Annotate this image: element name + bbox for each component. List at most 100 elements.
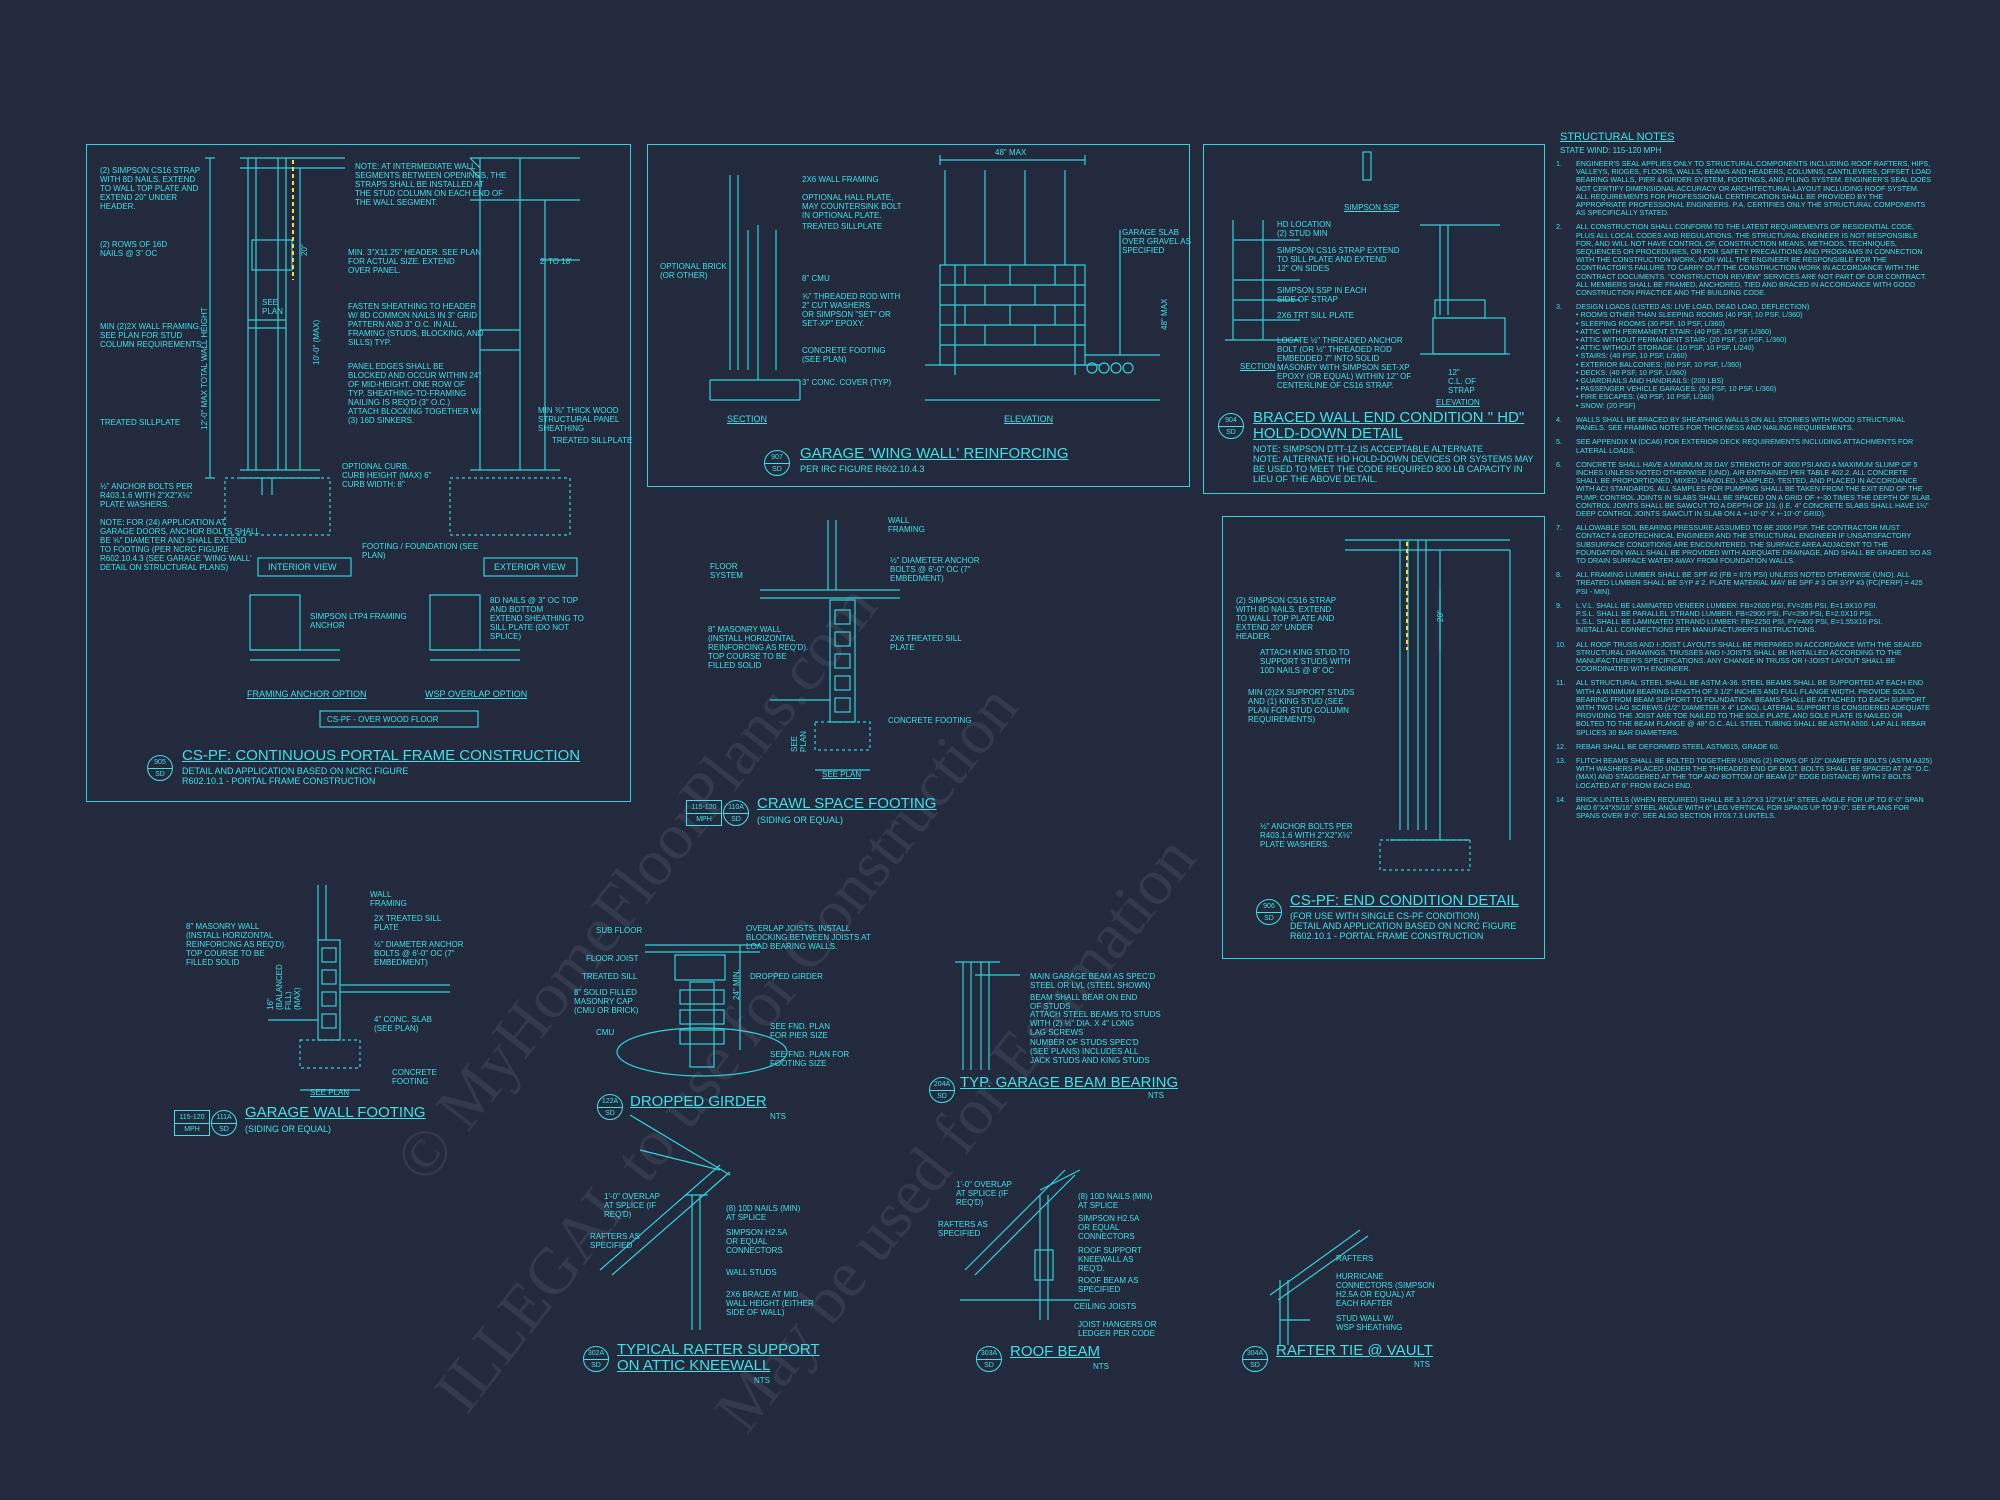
d204A-attach-label: ATTACH STEEL BEAMS TO STUDS WITH (2) ½" … <box>1030 1010 1161 1037</box>
d907-section-label: SECTION <box>727 414 768 424</box>
d905-sill2-label: TREATED SILLPLATE <box>552 436 633 445</box>
panel-906 <box>1222 516 1545 959</box>
d304A-ref-top: 304A <box>1243 1347 1267 1360</box>
d907-elevation-label: ELEVATION <box>1004 414 1054 424</box>
d110A-see-plan: SEE PLAN <box>822 770 862 779</box>
note-text: SEE APPENDIX M (DCA6) FOR EXTERIOR DECK … <box>1576 437 1914 455</box>
d303A-nails-label: (8) 10d NAILS (MIN) AT SPLICE <box>1078 1192 1153 1210</box>
d905-sill-label: TREATED SILLPLATE <box>100 418 181 427</box>
d904-ref-bottom: SD <box>1226 429 1236 436</box>
d110A-wall-label: WALL FRAMING <box>888 516 925 534</box>
d905-framing-anchor: FRAMING ANCHOR OPTION <box>247 689 367 699</box>
d905-sub: DETAIL AND APPLICATION BASED ON NCRC FIG… <box>182 766 409 786</box>
detail-110A-drawing <box>760 520 900 771</box>
d110A-footing-label: CONCRETE FOOTING <box>888 716 972 725</box>
d122A-dropped-label: DROPPED GIRDER <box>750 972 823 981</box>
d907-ref-top: 907 <box>765 451 789 464</box>
d906-d20-dim: 20" <box>1436 610 1445 622</box>
d111A-mph-bottom: MPH <box>184 1126 200 1133</box>
note-number: 5. <box>1556 437 1562 447</box>
d303A-ref-top: 303A <box>977 1347 1001 1360</box>
d110A-sub: (SIDING OR EQUAL) <box>757 815 844 825</box>
d111A-ref-bottom: SD <box>219 1126 229 1133</box>
d111A-sub: (SIDING OR EQUAL) <box>245 1124 332 1134</box>
note-text: FLITCH BEAMS SHALL BE BOLTED TOGETHER US… <box>1576 756 1933 790</box>
note-item: 12.REBAR SHALL BE DEFORMED STEEL ASTM615… <box>1556 741 1932 751</box>
note-number: 12. <box>1556 741 1566 751</box>
panel-905 <box>86 144 631 802</box>
d907-cover-label: 3" CONC. COVER (TYP) <box>802 378 892 387</box>
note-text: ALLOWABLE SOIL BEARING PRESSURE ASSUMED … <box>1576 523 1932 565</box>
d111A-bal: 16" (BALANCED FILL) (MAX) <box>266 964 302 1010</box>
detail-122A-drawing <box>616 944 788 1077</box>
d304A-ref-bottom: SD <box>1250 1362 1260 1369</box>
d907-concrete-label: CONCRETE FOOTING (SEE PLAN) <box>802 346 886 364</box>
d110A-floor-label: FLOOR SYSTEM <box>710 562 743 580</box>
d303A-ref-bottom: SD <box>984 1362 994 1369</box>
note-number: 7. <box>1556 523 1562 533</box>
note-number: 13. <box>1556 756 1566 765</box>
note-number: 11. <box>1556 678 1566 688</box>
detail-905-options-drawing <box>249 594 520 728</box>
note-item: 7. ALLOWABLE SOIL BEARING PRESSURE ASSUME… <box>1556 523 1932 565</box>
d303A-support-label: ROOF SUPPORT KNEEWALL AS REQ'D. <box>1078 1246 1142 1273</box>
note-text: DESIGN LOADS (LISTED AS: LIVE LOAD, DEAD… <box>1576 302 1810 410</box>
note-text: ALL STRUCTURAL STEEL SHALL BE ASTM A-36.… <box>1576 678 1931 737</box>
d122A-overlap-label: OVERLAP JOISTS, INSTALL BLOCKING BETWEEN… <box>746 924 871 951</box>
d905-wsp-overlap: WSP OVERLAP OPTION <box>425 689 528 699</box>
d304A-ref-bubble: 304A SD <box>1242 1346 1268 1372</box>
detail-905-interior-drawing <box>205 157 345 536</box>
structural-notes-wind: STATE Wind: 115-120 mph <box>1560 146 1662 155</box>
note-item: 11. ALL STRUCTURAL STEEL SHALL BE ASTM A-… <box>1556 678 1932 737</box>
d303A-title: ROOF BEAM <box>1010 1343 1101 1360</box>
d904-ssp-label: SIMPSON SSP <box>1344 203 1400 212</box>
note-item: 14.BRICK LINTELS (WHEN REQUIRED) SHALL B… <box>1556 795 1932 821</box>
d122A-h24-dim: 24" MIN. <box>732 969 741 1000</box>
d904-section-label: SECTION <box>1240 362 1276 371</box>
d905-title: CS-PF: CONTINUOUS PORTAL FRAME CONSTRUCT… <box>182 747 581 764</box>
note-number: 2. <box>1556 222 1562 232</box>
d304A-hurricane-label: HURRICANE CONNECTORS (SIMPSON H2.5A OR E… <box>1336 1272 1435 1308</box>
d303A-simpson-label: SIMPSON H2.5A OR EQUAL CONNECTORS <box>1078 1214 1140 1241</box>
d906-king-label: ATTACH KING STUD TO SUPPORT STUDS WITH 1… <box>1260 648 1351 675</box>
d302A-nails-label: (8) 10d NAILS (MIN) AT SPLICE <box>726 1204 801 1222</box>
d302A-studs-label: WALL STUDS <box>726 1268 777 1277</box>
d122A-footing-label: SEE FND. PLAN FOR FOOTING SIZE <box>770 1050 850 1068</box>
d303A-rafters-label: RAFTERS AS SPECIFIED <box>938 1220 988 1238</box>
d906-title: CS-PF: END CONDITION DETAIL <box>1290 892 1519 909</box>
note-text: WALLS SHALL BE BRACED BY SHEATHING WALLS… <box>1576 414 1905 433</box>
detail-906-drawing <box>1345 539 1511 871</box>
note-number: 8. <box>1556 570 1562 580</box>
d905-ref-bottom: SD <box>155 771 165 778</box>
d904-sill-label: 2x6 TRT SILL PLATE <box>1277 311 1354 320</box>
note-text: ALL FRAMING LUMBER SHALL BE SPF #2 (Fb =… <box>1576 570 1923 596</box>
d905-height-dim: 12'-0" MAX TOTAL WALL HEIGHT <box>200 307 209 430</box>
d907-wall-label: 2x6 WALL FRAMING <box>802 175 879 184</box>
d907-max48-dim: 48" MAX <box>995 148 1027 157</box>
note-item: 5. SEE APPENDIX M (DCA6) FOR EXTERIOR DEC… <box>1556 437 1932 455</box>
d122A-pier-label: SEE FND. PLAN FOR PIER SIZE <box>770 1022 831 1040</box>
d905-sheath-label: MIN ⅜" THICK WOOD STRUCTURAL PANEL SHEAT… <box>538 406 620 433</box>
d905-nails8d: 8d NAILS @ 3" OC TOP AND BOTTOM EXTEND S… <box>490 596 584 641</box>
d122A-title: DROPPED GIRDER <box>630 1093 767 1110</box>
d302A-ref-bottom: SD <box>591 1362 601 1369</box>
d302A-title: TYPICAL RAFTER SUPPORT ON ATTIC KNEEWALL <box>617 1341 820 1374</box>
d907-sub: PER IRC FIGURE R602.10.4.3 <box>800 464 925 474</box>
detail-303A-drawing <box>960 1169 1090 1320</box>
d905-d2to18-dim: 2' TO 18' <box>540 257 572 266</box>
d304A-stud-label: STUD WALL W/ WSP SHEATHING <box>1336 1314 1403 1332</box>
d303A-ref-bubble: 303A SD <box>976 1346 1002 1372</box>
d110A-mph-top: 115-120 <box>687 801 721 814</box>
detail-304A-drawing <box>1269 1229 1369 1345</box>
note-item: 9.L.V.L. SHALL BE LAMINATED VENEER LUMBE… <box>1556 601 1932 635</box>
d111A-title: GARAGE WALL FOOTING <box>245 1104 426 1121</box>
d304A-rafters-label: RAFTERS <box>1336 1254 1374 1263</box>
d904-ssp-each-label: SIMPSON SSP IN EACH SIDE OF STRAP <box>1277 286 1367 304</box>
detail-907-elevation-drawing <box>925 155 1160 401</box>
d110A-mph-bottom: MPH <box>696 816 712 823</box>
d905-exterior-view: EXTERIOR VIEW <box>494 562 566 572</box>
